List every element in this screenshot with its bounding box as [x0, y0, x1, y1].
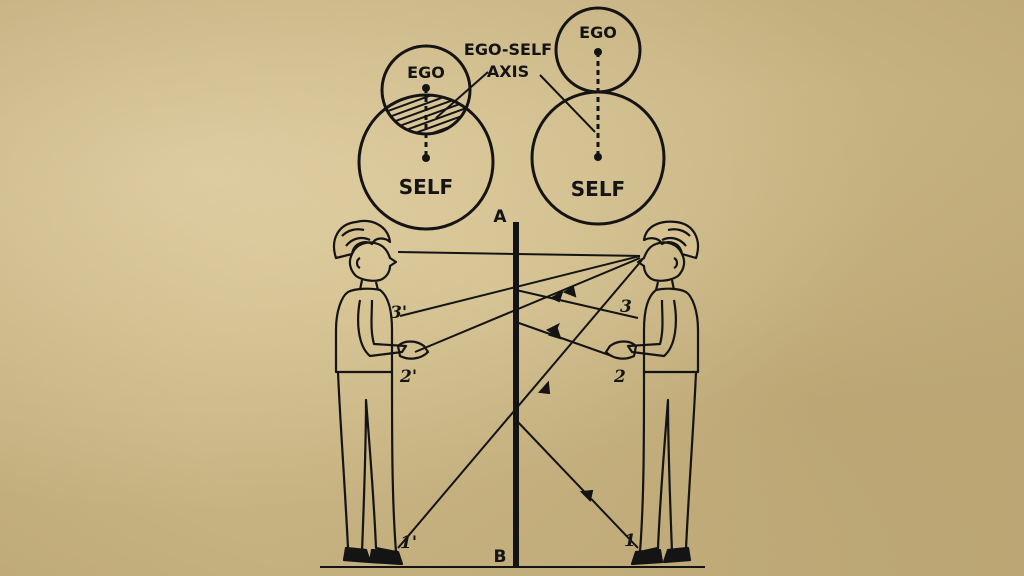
ray-eye-to-3prime: [399, 255, 641, 317]
left-mark-1prime: 1': [400, 533, 417, 553]
ray-eye-to-2prime: [414, 257, 641, 353]
ray-1-to-mirror: [515, 419, 639, 549]
axis-label-line2: AXIS: [487, 62, 529, 81]
left-figure-legs: [336, 371, 398, 554]
ray-eye-to-1prime: [397, 259, 643, 549]
right-self-center-dot: [594, 153, 602, 161]
right-figure-hand: [604, 340, 638, 360]
right-ego-center-dot: [594, 48, 602, 56]
axis-pointer-left: [435, 71, 489, 119]
left-mark-3prime: 3': [390, 303, 407, 323]
left-figure-shoes: [342, 546, 404, 566]
left-mark-2prime: 2': [399, 367, 417, 387]
mirror: A B: [493, 207, 519, 567]
right-mark-3: 3: [620, 297, 632, 317]
left-ego-center-dot: [422, 84, 430, 92]
right-figure-arm: [626, 299, 677, 358]
left-figure-face: [348, 241, 398, 282]
axis-pointer-right: [539, 74, 596, 133]
right-self-label: SELF: [571, 177, 625, 201]
right-mark-2: 2: [613, 367, 626, 387]
right-figure-shoes: [630, 546, 692, 566]
axis-label-group: EGO-SELF AXIS: [435, 40, 596, 133]
left-self-center-dot: [422, 154, 430, 162]
left-figure-hair: [332, 219, 392, 260]
light-rays: [397, 251, 643, 549]
left-figure-torso: [334, 287, 394, 374]
reference-marks: 3' 2' 1' 3 2 1: [390, 297, 636, 553]
right-ego-self-model: EGO SELF: [530, 6, 666, 226]
left-self-label: SELF: [399, 175, 453, 199]
right-figure-torso: [642, 287, 700, 374]
ray-arrowhead-4: [579, 489, 594, 502]
ray-arrowhead-5: [562, 285, 577, 298]
left-human-figure: [332, 219, 430, 566]
ray-2-to-mirror: [515, 321, 613, 357]
left-ego-label: EGO: [407, 63, 445, 82]
ray-arrowhead-1: [549, 289, 564, 303]
ray-arrowhead-6: [547, 327, 562, 340]
left-figure-arm: [357, 299, 408, 358]
mirror-bottom-label: B: [494, 547, 507, 567]
ray-3-to-mirror: [515, 289, 639, 319]
right-ego-label: EGO: [579, 23, 617, 42]
right-human-figure: [604, 220, 700, 566]
right-figure-face: [636, 241, 686, 282]
ray-eye-level: [397, 251, 641, 257]
ray-arrowhead-3: [537, 380, 551, 395]
mirror-top-label: A: [493, 207, 507, 227]
right-mark-1: 1: [624, 531, 636, 551]
left-ego-self-model: EGO SELF: [357, 44, 495, 231]
left-figure-hand: [396, 340, 430, 360]
axis-label-line1: EGO-SELF: [464, 40, 552, 59]
right-figure-hair: [642, 220, 700, 260]
right-figure-legs: [638, 371, 698, 554]
